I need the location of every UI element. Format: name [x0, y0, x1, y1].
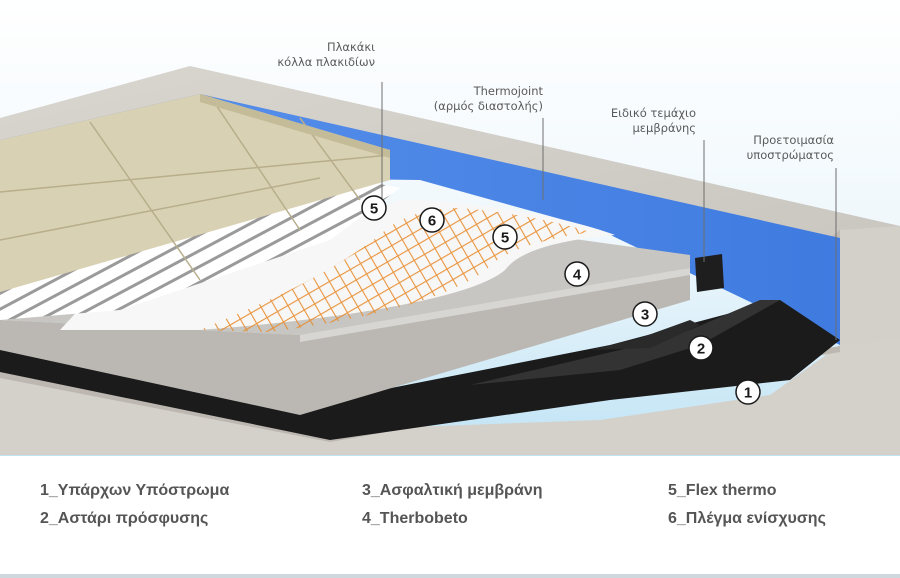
callout-substrate-prep-line2: υποστρώματος [746, 148, 834, 162]
legend-item-1: 1_Υπάρχων Υπόστρωμα [40, 482, 230, 499]
marker-5-left: 5 [361, 195, 387, 221]
legend-item-3: 3_Ασφαλτική μεμβράνη [362, 482, 543, 499]
marker-3: 3 [632, 301, 658, 327]
marker-5-right: 5 [492, 224, 518, 250]
layer-diagram: 1 2 3 4 5 6 5 [0, 0, 900, 456]
svg-text:6: 6 [428, 213, 436, 230]
legend-item-6: 6_Πλέγμα ενίσχυσης [668, 510, 826, 527]
callout-substrate-prep-line1: Προετοιμασία [753, 133, 834, 147]
marker-1: 1 [735, 379, 761, 405]
membrane-piece [695, 254, 724, 292]
marker-4: 4 [564, 261, 590, 287]
therbobeto-front [0, 268, 690, 415]
tiles [0, 94, 390, 292]
callout-thermojoint-line1: Thermojoint [473, 84, 543, 98]
svg-text:2: 2 [697, 341, 705, 358]
bitumen-membrane [0, 300, 840, 440]
callout-thermojoint-line2: (αρμός διαστολής) [433, 99, 543, 113]
callout-substrate-prep: Προετοιμασία υποστρώματος [747, 133, 834, 163]
marker-6: 6 [419, 207, 445, 233]
legend-item-4: 4_Therbobeto [362, 510, 468, 527]
marker-2: 2 [688, 335, 714, 361]
bottom-rule [0, 574, 900, 578]
tile-adhesive [0, 182, 400, 320]
svg-text:5: 5 [370, 201, 378, 218]
legend-item-5: 5_Flex thermo [668, 482, 777, 499]
callout-membrane-piece-line1: Ειδικό τεμάχιο [610, 106, 696, 120]
callout-tiles-line1: Πλακάκι [326, 40, 375, 54]
callout-tiles-line2: κόλλα πλακιδίων [277, 55, 375, 69]
callout-tiles: Πλακάκι κόλλα πλακιδίων [277, 40, 375, 70]
legend: 1_Υπάρχων Υπόστρωμα 2_Αστάρι πρόσφυσης 3… [0, 456, 900, 578]
svg-text:1: 1 [744, 385, 752, 402]
callout-membrane-piece: Ειδικό τεμάχιο μεμβράνης [611, 106, 696, 136]
existing-substrate [0, 340, 900, 455]
svg-text:4: 4 [573, 267, 582, 284]
callout-membrane-piece-line2: μεμβράνης [632, 121, 696, 135]
callout-thermojoint: Thermojoint (αρμός διαστολής) [434, 84, 543, 114]
legend-item-2: 2_Αστάρι πρόσφυσης [40, 510, 209, 527]
svg-text:3: 3 [641, 307, 649, 324]
svg-text:5: 5 [501, 230, 509, 247]
